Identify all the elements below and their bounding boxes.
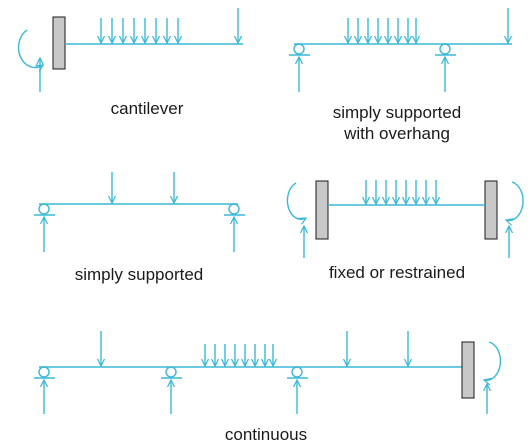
fixed-beam	[286, 180, 524, 258]
pin-support	[291, 366, 303, 378]
pin-support	[165, 366, 177, 378]
distributed-load	[366, 180, 436, 204]
moment-reaction-right	[506, 181, 524, 220]
overhang-beam	[289, 8, 512, 92]
distributed-load	[348, 18, 416, 43]
cantilever-beam	[17, 8, 243, 92]
continuous-beam	[34, 331, 502, 414]
pin-support	[38, 366, 50, 378]
label-overhang-line1: simply supported	[333, 103, 462, 122]
distributed-load	[205, 344, 273, 366]
pin-support	[439, 43, 451, 55]
moment-reaction	[17, 29, 43, 68]
moment-reaction	[484, 341, 502, 380]
label-simply-supported: simply supported	[75, 265, 204, 284]
fixed-wall	[461, 341, 475, 399]
pin-support	[293, 43, 305, 55]
moment-reaction-left	[286, 182, 306, 219]
label-continuous: continuous	[225, 425, 307, 444]
label-fixed: fixed or restrained	[329, 263, 465, 282]
pin-support	[228, 203, 240, 215]
label-overhang-line2: with overhang	[343, 124, 450, 143]
fixed-wall-left	[315, 180, 329, 240]
fixed-wall	[52, 16, 66, 70]
distributed-load	[101, 18, 178, 43]
simply-supported-beam	[34, 172, 245, 252]
label-cantilever: cantilever	[111, 99, 184, 118]
pin-support	[38, 203, 50, 215]
fixed-wall-right	[484, 180, 498, 240]
